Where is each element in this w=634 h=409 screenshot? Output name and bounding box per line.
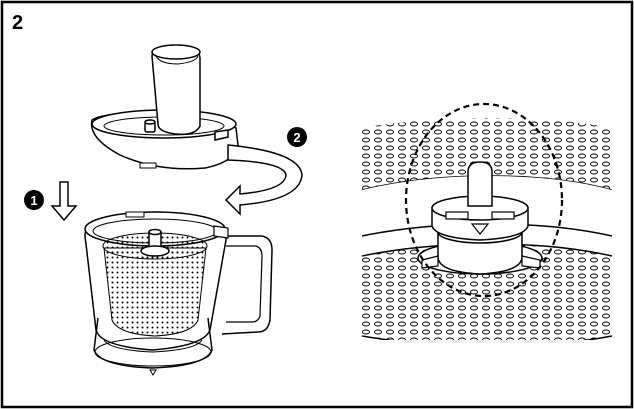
bowl-with-sieve [84, 211, 273, 376]
callout-badge-2: 2 [287, 127, 307, 147]
lid-with-feed-tube [90, 44, 239, 170]
down-arrow-icon [50, 181, 78, 222]
drive-hub-detail [421, 161, 541, 275]
magnifier-circle [404, 102, 564, 298]
callout-label-2: 2 [293, 130, 300, 145]
step-number: 2 [12, 12, 24, 34]
callout-label-1: 1 [30, 193, 37, 208]
rotate-arrow-icon [224, 144, 303, 216]
callout-badge-1: 1 [24, 190, 44, 210]
